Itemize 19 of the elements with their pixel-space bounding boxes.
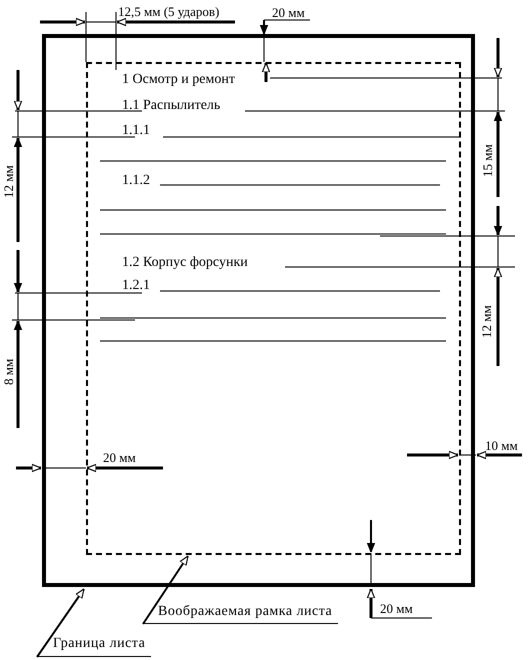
section-number: 1.1.1 xyxy=(122,122,150,139)
dimension-label: 20 мм xyxy=(380,601,413,616)
section-heading: 1.2 Корпус форсунки xyxy=(122,254,248,271)
section-number: 1.2.1 xyxy=(122,277,150,294)
section-heading: 1 Осмотр и ремонт xyxy=(122,71,235,88)
dimension-label: 20 мм xyxy=(272,5,305,20)
dimension-label: 12,5 мм (5 ударов) xyxy=(118,4,220,19)
callout-label: Граница листа xyxy=(37,634,151,657)
section-heading: 1.1 Распылитель xyxy=(122,97,220,114)
dimension-label: 12 мм xyxy=(1,165,16,198)
dimension-label: 15 мм xyxy=(480,144,495,177)
leader-line xyxy=(142,555,189,625)
callout-label: Воображаемая рамка листа xyxy=(143,602,338,624)
leader-line xyxy=(36,588,85,658)
dimension-label: 10 мм xyxy=(485,438,518,453)
dimension-label: 8 мм xyxy=(1,358,16,385)
section-number: 1.1.2 xyxy=(122,172,150,189)
dimension-label: 20 мм xyxy=(103,450,136,465)
dimension-label: 12 мм xyxy=(479,305,494,338)
